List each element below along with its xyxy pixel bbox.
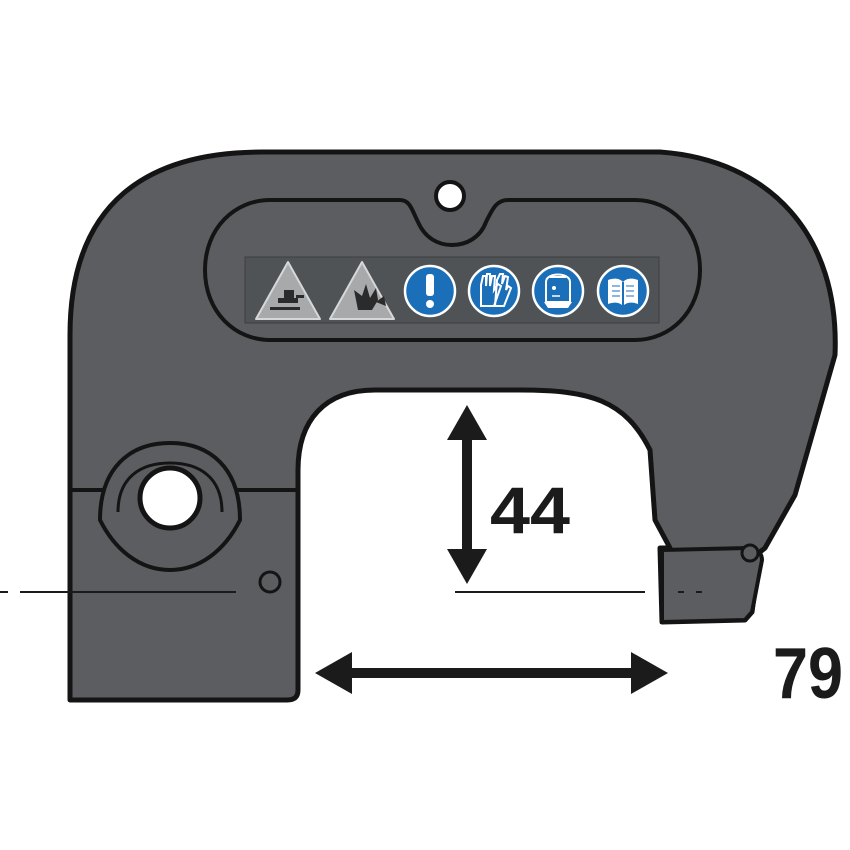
hand-crush-hazard-icon: [329, 261, 395, 320]
height-dimension-arrow: [447, 405, 487, 584]
height-dimension-label: 44: [490, 473, 570, 547]
top-hole: [434, 180, 466, 212]
pivot-boss-inner: [116, 461, 224, 513]
gloves-icon: [467, 264, 521, 318]
width-dimension-arrow: [315, 652, 668, 694]
small-hole: [258, 570, 282, 594]
face-shield-icon: [531, 264, 585, 318]
pivot-hole: [137, 465, 203, 531]
manual-icon: [596, 264, 650, 318]
jaw-pin: [740, 543, 760, 563]
width-dimension-label: 79: [773, 634, 843, 714]
exclamation-icon: [403, 264, 457, 318]
crush-hazard-icon: [255, 261, 321, 320]
